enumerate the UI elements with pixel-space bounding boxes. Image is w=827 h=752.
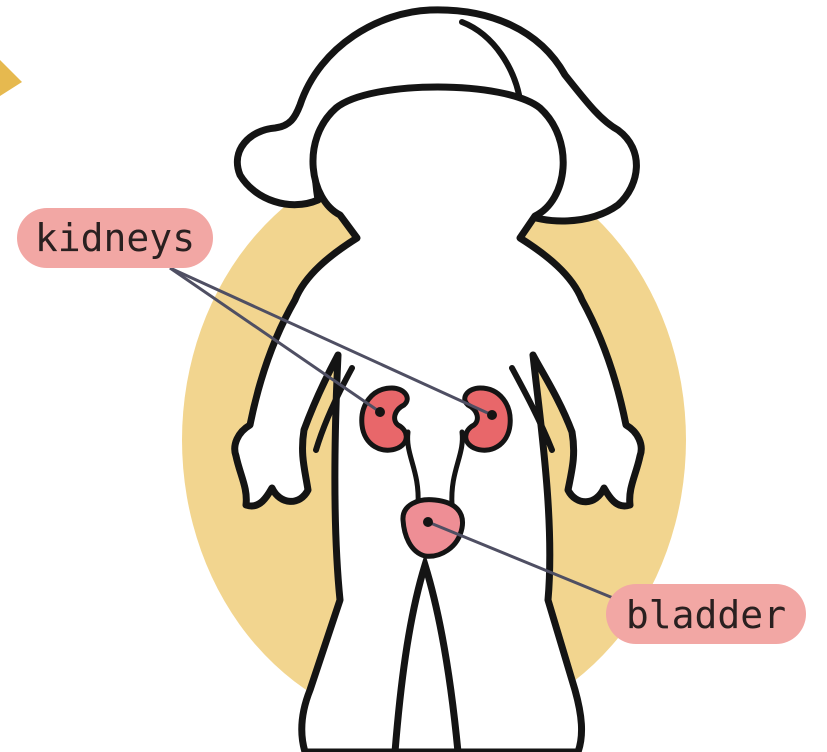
bladder-label-text: bladder [626,593,786,637]
kidney-right-dot [487,410,497,420]
kidney-left-dot [375,407,385,417]
kidneys-label-text: kidneys [35,216,195,260]
corner-mark [0,60,22,96]
bladder-label: bladder [606,584,806,644]
kidneys-label: kidneys [17,208,213,268]
bladder [403,500,463,557]
bladder-dot [423,517,433,527]
